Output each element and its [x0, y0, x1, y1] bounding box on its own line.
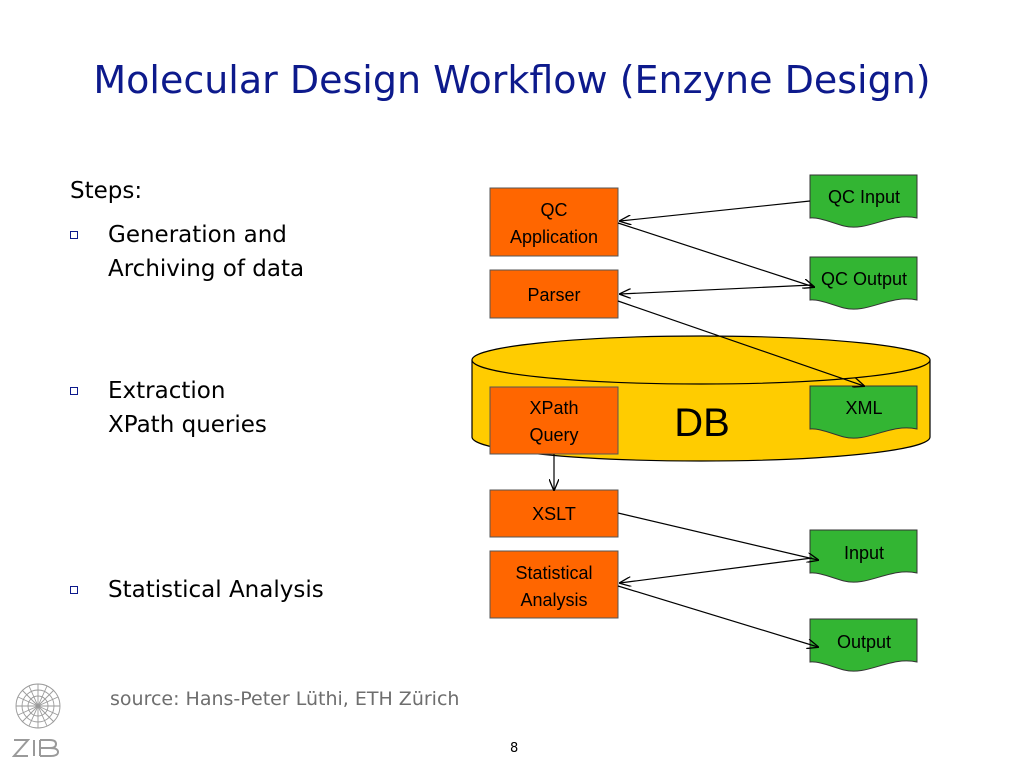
bullet-text-line2: XPath queries — [108, 412, 267, 438]
source-credit: source: Hans-Peter Lüthi, ETH Zürich — [110, 688, 460, 710]
document-qc-output: QC Output — [809, 256, 918, 310]
slide-title: Molecular Design Workflow (Enzyne Design… — [93, 58, 931, 102]
arrow-xslt-to-input — [617, 512, 818, 560]
input-label: Input — [844, 543, 884, 563]
db-label: DB — [674, 401, 730, 445]
document-qc-input: QC Input — [809, 174, 918, 228]
page-number: 8 — [510, 741, 519, 756]
xml-label: XML — [845, 398, 882, 418]
arrow-qc-input-to-qc-application — [620, 200, 811, 221]
qc-application-line2: Application — [510, 227, 598, 247]
process-box-xpath-query: XPath Query — [489, 386, 619, 455]
zib-logo-icon — [12, 683, 61, 757]
xpath-query-line2: Query — [529, 425, 578, 445]
statistical-analysis-line1: Statistical — [515, 563, 592, 583]
process-box-statistical-analysis: Statistical Analysis — [489, 550, 619, 619]
qc-application-line1: QC — [541, 200, 568, 220]
bullet-square-icon — [70, 387, 78, 395]
output-label: Output — [837, 632, 891, 652]
xslt-label: XSLT — [532, 504, 576, 524]
bullet-text-line1: Extraction — [108, 378, 226, 404]
arrow-statistical-analysis-to-output — [617, 585, 818, 647]
process-box-parser: Parser — [489, 269, 619, 319]
bullet-text-line2: Archiving of data — [108, 256, 305, 282]
document-input: Input — [809, 529, 918, 583]
arrow-parser-to-xml — [617, 300, 864, 386]
arrow-input-to-statistical-analysis — [620, 557, 813, 583]
parser-label: Parser — [527, 285, 580, 305]
bullet-square-icon — [70, 231, 78, 239]
process-box-xslt: XSLT — [489, 489, 619, 538]
qc-input-label: QC Input — [828, 187, 900, 207]
bullet-text-line1: Generation and — [108, 222, 287, 248]
xpath-query-line1: XPath — [529, 398, 578, 418]
qc-output-label: QC Output — [821, 269, 907, 289]
bullet-text-line1: Statistical Analysis — [108, 577, 324, 603]
arrow-qc-output-to-parser — [620, 284, 813, 294]
steps-label: Steps: — [70, 178, 143, 204]
document-xml: XML — [809, 385, 918, 439]
process-box-qc-application: QC Application — [489, 187, 619, 257]
arrow-qc-application-to-qc-output — [617, 222, 814, 287]
document-output: Output — [809, 618, 918, 672]
bullet-square-icon — [70, 586, 78, 594]
statistical-analysis-line2: Analysis — [520, 590, 587, 610]
